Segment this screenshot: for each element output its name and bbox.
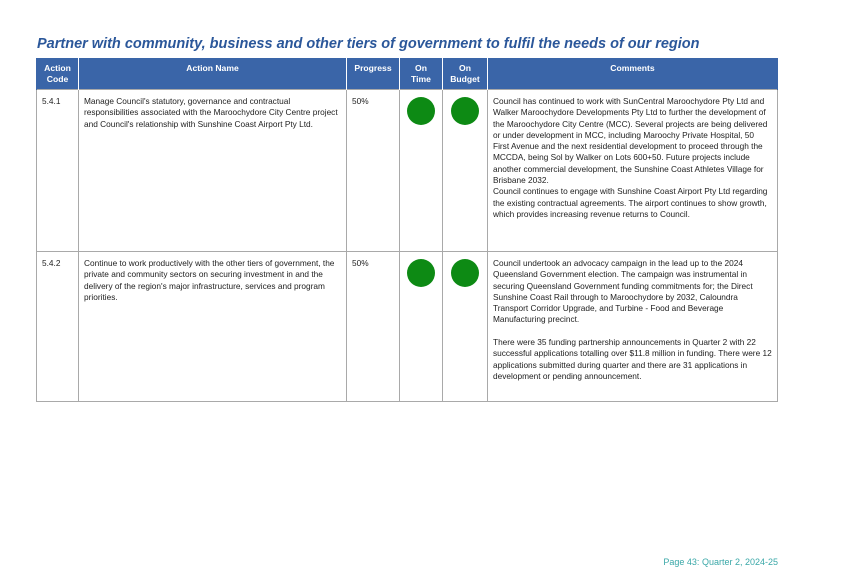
on-budget-cell	[442, 251, 488, 402]
comments-cell: Council undertook an advocacy campaign i…	[487, 251, 778, 402]
status-dot-icon	[407, 259, 435, 287]
action-code-cell: 5.4.2	[36, 251, 79, 402]
status-dot-icon	[451, 259, 479, 287]
progress-cell: 50%	[346, 89, 400, 252]
table-row: 5.4.1 Manage Council's statutory, govern…	[36, 89, 778, 252]
table-row: 5.4.2 Continue to work productively with…	[36, 251, 778, 402]
header-comments: Comments	[487, 58, 778, 90]
header-progress: Progress	[346, 58, 400, 90]
action-name-cell: Manage Council's statutory, governance a…	[78, 89, 347, 252]
status-dot-icon	[407, 97, 435, 125]
on-time-cell	[399, 89, 443, 252]
comments-text: Council has continued to work with SunCe…	[493, 96, 768, 219]
on-budget-cell	[442, 89, 488, 252]
comments-cell: Council has continued to work with SunCe…	[487, 89, 778, 252]
comments-text: Council undertook an advocacy campaign i…	[493, 258, 772, 381]
page-title: Partner with community, business and oth…	[37, 36, 700, 52]
on-time-cell	[399, 251, 443, 402]
action-code-cell: 5.4.1	[36, 89, 79, 252]
page-footer: Page 43: Quarter 2, 2024-25	[663, 557, 778, 567]
status-dot-icon	[451, 97, 479, 125]
progress-cell: 50%	[346, 251, 400, 402]
header-action-name: Action Name	[78, 58, 347, 90]
action-name-cell: Continue to work productively with the o…	[78, 251, 347, 402]
